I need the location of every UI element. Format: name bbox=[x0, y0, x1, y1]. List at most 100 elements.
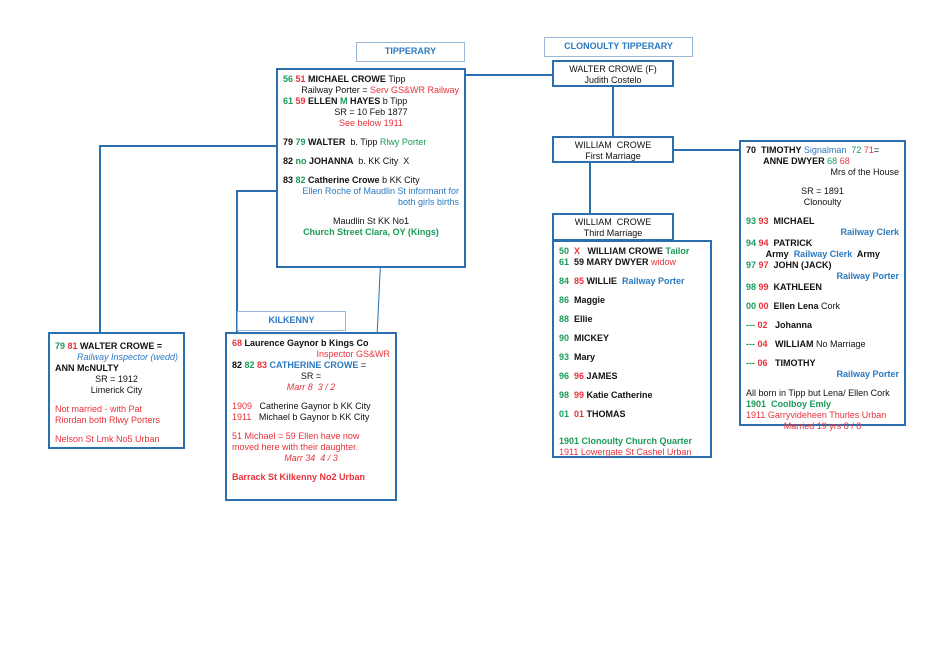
text-line: Army Railway Clerk Army bbox=[746, 249, 899, 260]
text-segment: b Tipp bbox=[382, 96, 408, 106]
text-line: Railway Inspector (wedd) bbox=[55, 352, 178, 363]
text-line: 96 96 JAMES bbox=[559, 371, 705, 382]
text-segment: Mrs of the House bbox=[830, 167, 899, 177]
text-segment: Railway Inspector (wedd) bbox=[76, 352, 178, 362]
text-segment: Judith Costelo bbox=[584, 75, 642, 85]
text-segment: 93 bbox=[758, 216, 772, 226]
text-segment: 99 bbox=[758, 282, 772, 292]
text-line: WILLIAM CROWE bbox=[556, 140, 670, 151]
text-segment: Railway Porter bbox=[622, 276, 685, 286]
label-tipperary: TIPPERARY bbox=[356, 42, 465, 62]
text-segment: no bbox=[295, 156, 310, 166]
text-line: 97 97 JOHN (JACK) bbox=[746, 260, 899, 271]
text-segment: 98 bbox=[559, 390, 575, 400]
text-line: 79 81 WALTER CROWE = bbox=[55, 341, 178, 352]
text-segment: Limerick City bbox=[90, 385, 143, 395]
text-segment: ELLEN bbox=[308, 96, 341, 106]
text-segment: WALTER bbox=[308, 137, 348, 147]
text-segment: 70 TIMOTHY bbox=[746, 145, 804, 155]
text-segment: 82 bbox=[295, 175, 309, 185]
text-segment: WILLIAM CROWE bbox=[574, 140, 652, 150]
text-segment: 71 bbox=[863, 145, 874, 155]
text-segment: Cork bbox=[821, 301, 841, 311]
spacer bbox=[283, 167, 459, 175]
text-line: 50 X WILLIAM CROWE Tailor bbox=[559, 246, 705, 257]
text-segment: Marr 8 3 / 2 bbox=[286, 382, 336, 392]
spacer bbox=[559, 382, 705, 390]
text-segment: 06 bbox=[757, 358, 771, 368]
text-segment: HAYES bbox=[350, 96, 383, 106]
text-segment: Ellen Lena bbox=[771, 301, 822, 311]
spacer bbox=[746, 331, 899, 339]
text-line: SR = 10 Feb 1877 bbox=[283, 107, 459, 118]
text-segment: 68 bbox=[232, 338, 245, 348]
text-segment: = bbox=[873, 145, 880, 155]
text-segment: 79 bbox=[55, 341, 68, 351]
text-segment: JOHN (JACK) bbox=[771, 260, 832, 270]
text-segment: Army bbox=[746, 249, 794, 259]
text-segment: Catherine Crowe bbox=[308, 175, 383, 185]
label-clonoulty-tipperary: CLONOULTY TIPPERARY bbox=[544, 37, 693, 57]
text-segment: TIMOTHY bbox=[770, 358, 816, 368]
text-segment: 97 bbox=[758, 260, 772, 270]
text-segment: No Marriage bbox=[816, 339, 866, 349]
text-segment: 93 bbox=[559, 352, 575, 362]
text-segment: 90 bbox=[559, 333, 575, 343]
text-segment: Tailor bbox=[665, 246, 690, 256]
text-segment: Johanna bbox=[770, 320, 813, 330]
text-segment: 00 bbox=[746, 301, 759, 311]
text-segment: b. Tipp bbox=[347, 137, 380, 147]
text-line: Inspector GS&WR bbox=[232, 349, 390, 360]
text-segment: 96 bbox=[559, 371, 575, 381]
text-segment: Signalman bbox=[803, 145, 852, 155]
text-segment: Church Street Clara, OY (Kings) bbox=[303, 227, 439, 237]
spacer bbox=[746, 380, 899, 388]
text-segment: 83 bbox=[257, 360, 270, 370]
text-line: both girls births bbox=[283, 197, 459, 208]
text-line: Railway Porter bbox=[746, 369, 899, 380]
text-line: SR = 1891 bbox=[746, 186, 899, 197]
text-line: 93 93 MICHAEL bbox=[746, 216, 899, 227]
text-line: All born in Tipp but Lena/ Ellen Cork bbox=[746, 388, 899, 399]
text-segment: Katie Catherine bbox=[586, 390, 653, 400]
text-line: 1911 Garryvideheen Thurles Urban bbox=[746, 410, 899, 421]
text-segment: 1911 Lowergate St Cashel Urban bbox=[559, 447, 692, 457]
text-segment: 96 bbox=[574, 371, 587, 381]
text-segment: Marr 34 4 / 3 bbox=[284, 453, 338, 463]
text-segment: 1911 Garryvideheen Thurles Urban bbox=[746, 410, 887, 420]
spacer bbox=[559, 401, 705, 409]
text-line: Railway Porter bbox=[746, 271, 899, 282]
text-segment: ANNE DWYER bbox=[746, 156, 828, 166]
spacer bbox=[746, 312, 899, 320]
text-line: 00 00 Ellen Lena Cork bbox=[746, 301, 899, 312]
spacer bbox=[559, 344, 705, 352]
text-line: See below 1911 bbox=[283, 118, 459, 129]
text-segment: WILLIAM CROWE bbox=[585, 246, 666, 256]
text-segment: THOMAS bbox=[586, 409, 626, 419]
text-segment: SR = 1912 bbox=[95, 374, 138, 384]
spacer bbox=[746, 208, 899, 216]
text-line: 88 Ellie bbox=[559, 314, 705, 325]
spacer bbox=[283, 208, 459, 216]
text-segment: Third Marriage bbox=[583, 228, 643, 238]
text-segment: 01 bbox=[574, 409, 587, 419]
text-line: 1911 Michael b Gaynor b KK City bbox=[232, 412, 390, 423]
text-segment: SR = 1891 bbox=[801, 186, 844, 196]
text-segment: WILLIAM bbox=[770, 339, 817, 349]
text-segment: 50 bbox=[559, 246, 575, 256]
text-segment: Nelson St Lmk No5 Urban bbox=[55, 434, 160, 444]
text-segment: SR = 10 Feb 1877 bbox=[334, 107, 408, 117]
text-segment: 68 bbox=[839, 156, 850, 166]
spacer bbox=[746, 350, 899, 358]
text-segment: JOHANNA bbox=[309, 156, 356, 166]
text-segment: MICHAEL CROWE bbox=[308, 74, 389, 84]
text-segment: widow bbox=[651, 257, 677, 267]
text-line: Married 19 yrs 8 / 8 bbox=[746, 421, 899, 432]
text-line: 94 94 PATRICK bbox=[746, 238, 899, 249]
spacer bbox=[559, 287, 705, 295]
text-segment: 79 bbox=[295, 137, 309, 147]
text-segment: 82 bbox=[232, 360, 245, 370]
